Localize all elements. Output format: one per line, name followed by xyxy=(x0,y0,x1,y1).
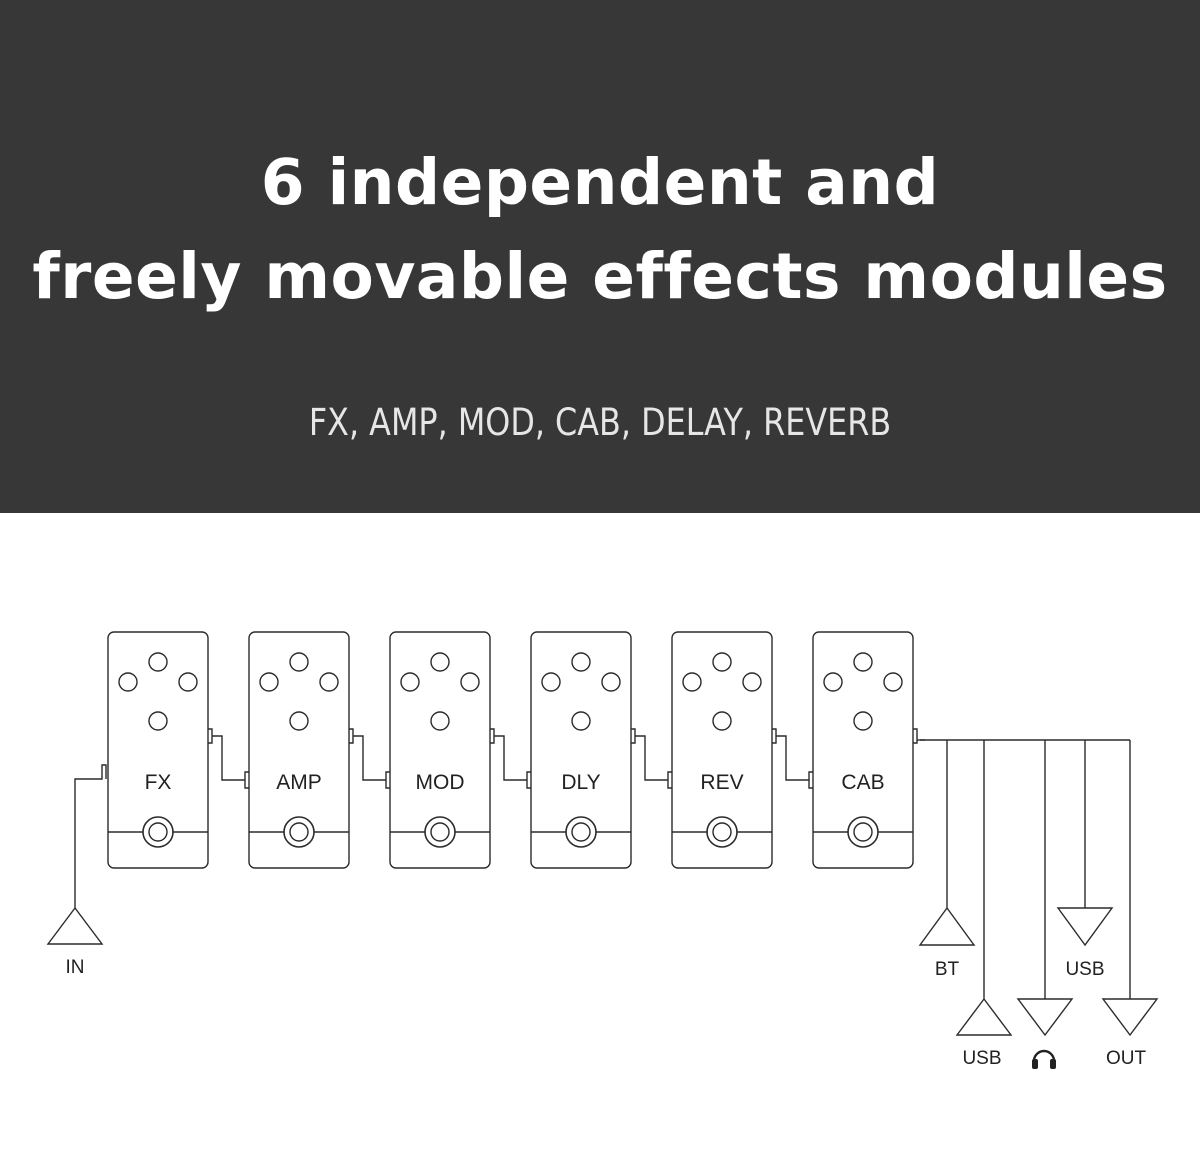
footswitch-inner-icon xyxy=(148,822,168,842)
knob-icon xyxy=(319,672,339,692)
footswitch-icon xyxy=(706,816,738,848)
headphones-icon xyxy=(1032,1049,1056,1069)
knob-icon xyxy=(178,672,198,692)
knob-icon xyxy=(430,652,450,672)
input-jack-icon xyxy=(667,771,672,789)
knob-icon xyxy=(883,672,903,692)
pedal-body xyxy=(812,631,914,869)
footswitch-inner-icon xyxy=(430,822,450,842)
knob-icon xyxy=(853,711,873,731)
pedal-label: MOD xyxy=(416,771,465,794)
patch-cable xyxy=(776,735,809,781)
pedal-label: FX xyxy=(145,771,172,794)
pedal-amp: AMP xyxy=(248,631,390,869)
knob-icon xyxy=(571,711,591,731)
patch-cable xyxy=(635,735,668,781)
knob-icon xyxy=(601,672,621,692)
knob-icon xyxy=(541,672,561,692)
footswitch-icon xyxy=(565,816,597,848)
knob-icon xyxy=(289,711,309,731)
footswitch-inner-icon xyxy=(712,822,732,842)
bt-label: BT xyxy=(935,959,960,980)
headline-line-2: freely movable effects modules xyxy=(32,240,1168,313)
knob-icon xyxy=(853,652,873,672)
pedal-rev: REV xyxy=(671,631,813,869)
knob-icon xyxy=(823,672,843,692)
pedal-body xyxy=(671,631,773,869)
footswitch-inner-icon xyxy=(289,822,309,842)
knob-icon xyxy=(460,672,480,692)
pedal-cab: CAB xyxy=(812,631,925,869)
footswitch-icon xyxy=(847,816,879,848)
pedal-mod: MOD xyxy=(389,631,531,869)
out-label: OUT xyxy=(1106,1048,1147,1069)
output-jack-icon xyxy=(913,728,918,744)
knob-icon xyxy=(289,652,309,672)
footswitch-inner-icon xyxy=(571,822,591,842)
pedal-fx: FX xyxy=(107,631,249,869)
input-label: IN xyxy=(66,957,85,978)
footswitch-icon xyxy=(142,816,174,848)
footswitch-icon xyxy=(283,816,315,848)
signal-chain-diagram: FX AMP MOD DLY REV CAB IN BT USB USB OUT xyxy=(46,631,1159,1069)
pedal-body xyxy=(389,631,491,869)
knob-icon xyxy=(118,672,138,692)
input-jack-icon xyxy=(385,771,390,789)
pedal-label: DLY xyxy=(561,771,600,794)
pedal-body xyxy=(248,631,350,869)
headline-line-1: 6 independent and xyxy=(260,146,940,219)
usb-input-label: USB xyxy=(962,1048,1001,1069)
footswitch-inner-icon xyxy=(853,822,873,842)
pedal-label: AMP xyxy=(276,771,322,794)
patch-cable xyxy=(212,735,245,781)
input-jack-icon xyxy=(244,771,249,789)
knob-icon xyxy=(571,652,591,672)
input-jack-icon xyxy=(526,771,531,789)
pedal-label: CAB xyxy=(841,771,884,794)
input-jack xyxy=(46,764,107,945)
headline: 6 independent and freely movable effects… xyxy=(0,136,1200,324)
pedal-chain: FX AMP MOD DLY REV CAB xyxy=(107,631,925,869)
pedal-dly: DLY xyxy=(530,631,672,869)
knob-icon xyxy=(682,672,702,692)
footswitch-icon xyxy=(424,816,456,848)
knob-icon xyxy=(148,652,168,672)
patch-cable xyxy=(353,735,386,781)
pedal-body xyxy=(107,631,209,869)
pedal-body xyxy=(530,631,632,869)
knob-icon xyxy=(712,711,732,731)
knob-icon xyxy=(148,711,168,731)
output-bus xyxy=(918,739,1159,1037)
module-list-subtitle: FX, AMP, MOD, CAB, DELAY, REVERB xyxy=(308,401,892,444)
title-banner: 6 independent and freely movable effects… xyxy=(0,0,1200,513)
patch-cable xyxy=(494,735,527,781)
knob-icon xyxy=(259,672,279,692)
knob-icon xyxy=(742,672,762,692)
knob-icon xyxy=(712,652,732,672)
knob-icon xyxy=(400,672,420,692)
pedal-label: REV xyxy=(700,771,743,794)
usb-output-label: USB xyxy=(1065,959,1104,980)
input-jack-icon xyxy=(808,771,813,789)
knob-icon xyxy=(430,711,450,731)
